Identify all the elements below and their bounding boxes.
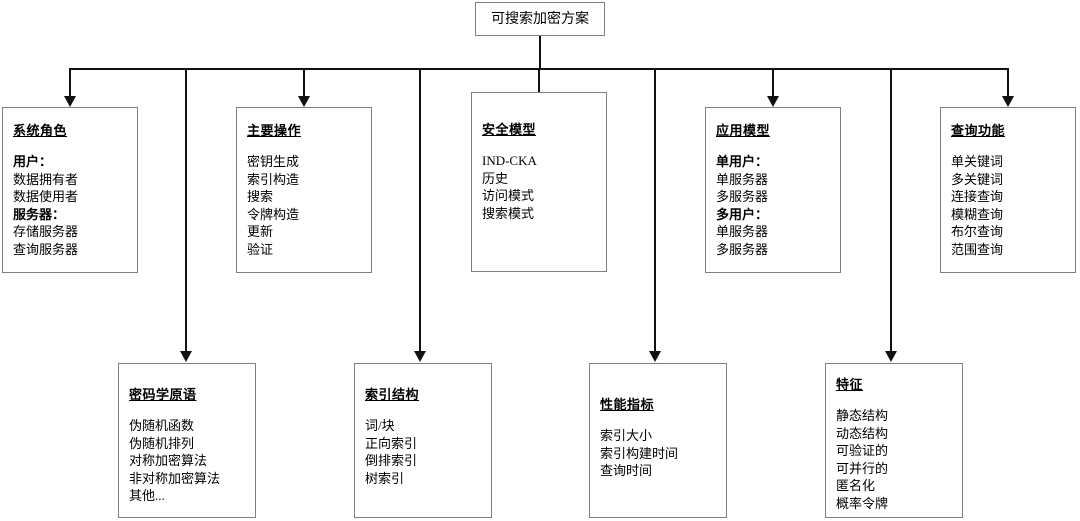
list-item: 匿名化 bbox=[836, 478, 876, 493]
list-item: 可验证的 bbox=[836, 443, 889, 458]
list-item: 树索引 bbox=[365, 470, 405, 486]
list-item: 访问模式 bbox=[482, 188, 535, 203]
connector-branch-3 bbox=[538, 68, 540, 98]
node-items: 密钥生成 索引构造 搜索 令牌构造 更新 验证 bbox=[247, 153, 361, 258]
connector-drop-4 bbox=[890, 68, 892, 353]
list-item: 单服务器 bbox=[716, 224, 769, 239]
node-title: 应用模型 bbox=[716, 123, 771, 138]
list-item: 索引构造 bbox=[247, 171, 300, 187]
node-query-functions[interactable]: 查询功能 单关键词 多关键词 连接查询 模糊查询 布尔查询 范围查询 bbox=[940, 107, 1076, 273]
list-item: 查询时间 bbox=[600, 463, 653, 478]
list-item: 可并行的 bbox=[836, 460, 889, 476]
list-item: 非对称加密算法 bbox=[129, 470, 221, 486]
node-title: 密码学原语 bbox=[129, 387, 197, 402]
node-performance-metrics[interactable]: 性能指标 索引大小 索引构建时间 查询时间 bbox=[589, 363, 727, 518]
list-item: 连接查询 bbox=[951, 189, 1004, 204]
list-item: 词/块 bbox=[365, 418, 395, 433]
node-title: 索引结构 bbox=[365, 387, 420, 402]
node-items: 词/块 正向索引 倒排索引 树索引 bbox=[365, 417, 481, 487]
list-item: 伪随机排列 bbox=[129, 435, 195, 451]
connector-drop-3 bbox=[654, 68, 656, 353]
list-item: 单关键词 bbox=[951, 154, 1004, 169]
list-item: 用户： bbox=[13, 154, 53, 169]
arrow-branch-5 bbox=[1002, 96, 1014, 107]
list-item: 范围查询 bbox=[951, 241, 1004, 257]
list-item: 搜索模式 bbox=[482, 205, 535, 221]
list-item: 静态结构 bbox=[836, 408, 889, 423]
list-item: 多服务器 bbox=[716, 189, 769, 204]
list-item: 索引大小 bbox=[600, 428, 653, 443]
list-item: 其他... bbox=[129, 488, 165, 503]
list-item: 正向索引 bbox=[365, 435, 418, 451]
node-application-model[interactable]: 应用模型 单用户： 单服务器 多服务器 多用户： 单服务器 多服务器 bbox=[705, 107, 841, 273]
node-title: 性能指标 bbox=[600, 397, 655, 412]
node-items: 用户： 数据拥有者 数据使用者 服务器： 存储服务器 查询服务器 bbox=[13, 153, 127, 258]
node-title: 安全模型 bbox=[482, 122, 537, 137]
node-root-title: 可搜索加密方案 bbox=[491, 12, 589, 27]
node-root[interactable]: 可搜索加密方案 bbox=[475, 2, 605, 36]
node-title: 系统角色 bbox=[13, 123, 68, 138]
list-item: 服务器： bbox=[13, 206, 66, 222]
list-item: IND-CKA bbox=[482, 153, 537, 168]
list-item: 伪随机函数 bbox=[129, 418, 195, 433]
list-item: 动态结构 bbox=[836, 425, 889, 441]
node-features[interactable]: 特征 静态结构 动态结构 可验证的 可并行的 匿名化 概率令牌 bbox=[825, 363, 963, 518]
list-item: 对称加密算法 bbox=[129, 453, 208, 468]
list-item: 验证 bbox=[247, 241, 274, 257]
node-main-operations[interactable]: 主要操作 密钥生成 索引构造 搜索 令牌构造 更新 验证 bbox=[236, 107, 372, 273]
arrow-drop-4 bbox=[885, 351, 897, 362]
node-title: 主要操作 bbox=[247, 123, 302, 138]
arrow-branch-1 bbox=[64, 96, 76, 107]
node-title: 查询功能 bbox=[951, 123, 1006, 138]
node-items: 静态结构 动态结构 可验证的 可并行的 匿名化 概率令牌 bbox=[836, 407, 952, 512]
list-item: 倒排索引 bbox=[365, 453, 418, 468]
connector-branch-1 bbox=[69, 68, 71, 98]
connector-drop-2 bbox=[419, 68, 421, 353]
list-item: 多关键词 bbox=[951, 171, 1004, 187]
list-item: 数据拥有者 bbox=[13, 171, 79, 187]
connector-branch-4 bbox=[772, 68, 774, 98]
arrow-drop-2 bbox=[414, 351, 426, 362]
node-index-structure[interactable]: 索引结构 词/块 正向索引 倒排索引 树索引 bbox=[354, 363, 492, 518]
node-items: 单用户： 单服务器 多服务器 多用户： 单服务器 多服务器 bbox=[716, 153, 830, 258]
list-item: 密钥生成 bbox=[247, 154, 300, 169]
node-crypto-primitives[interactable]: 密码学原语 伪随机函数 伪随机排列 对称加密算法 非对称加密算法 其他... bbox=[118, 363, 256, 518]
list-item: 布尔查询 bbox=[951, 224, 1004, 239]
node-items: 索引大小 索引构建时间 查询时间 bbox=[600, 427, 716, 480]
arrow-branch-4 bbox=[767, 96, 779, 107]
list-item: 查询服务器 bbox=[13, 241, 79, 257]
node-system-roles[interactable]: 系统角色 用户： 数据拥有者 数据使用者 服务器： 存储服务器 查询服务器 bbox=[2, 107, 138, 273]
list-item: 索引构建时间 bbox=[600, 445, 679, 461]
list-item: 单服务器 bbox=[716, 171, 769, 187]
list-item: 模糊查询 bbox=[951, 206, 1004, 222]
node-title: 特征 bbox=[836, 377, 864, 392]
node-items: 伪随机函数 伪随机排列 对称加密算法 非对称加密算法 其他... bbox=[129, 417, 245, 505]
list-item: 令牌构造 bbox=[247, 206, 300, 222]
node-security-model[interactable]: 安全模型 IND-CKA 历史 访问模式 搜索模式 bbox=[471, 92, 607, 272]
arrow-drop-3 bbox=[649, 351, 661, 362]
connector-drop-1 bbox=[185, 68, 187, 353]
connector-root-stem bbox=[539, 36, 541, 70]
list-item: 概率令牌 bbox=[836, 495, 889, 511]
connector-branch-2 bbox=[303, 68, 305, 98]
node-items: IND-CKA 历史 访问模式 搜索模式 bbox=[482, 152, 596, 222]
arrow-branch-2 bbox=[298, 96, 310, 107]
list-item: 多用户： bbox=[716, 206, 769, 222]
list-item: 搜索 bbox=[247, 189, 274, 204]
list-item: 存储服务器 bbox=[13, 224, 79, 239]
list-item: 单用户： bbox=[716, 154, 769, 169]
list-item: 历史 bbox=[482, 170, 509, 186]
list-item: 多服务器 bbox=[716, 241, 769, 257]
list-item: 更新 bbox=[247, 224, 274, 239]
node-items: 单关键词 多关键词 连接查询 模糊查询 布尔查询 范围查询 bbox=[951, 153, 1065, 258]
list-item: 数据使用者 bbox=[13, 189, 79, 204]
connector-branch-5 bbox=[1007, 68, 1009, 98]
arrow-drop-1 bbox=[180, 351, 192, 362]
